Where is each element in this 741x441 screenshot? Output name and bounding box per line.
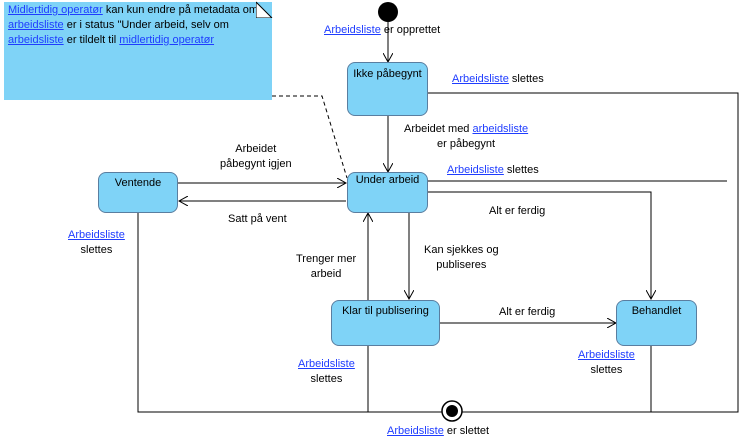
label-slettet: Arbeidsliste er slettet	[387, 425, 490, 437]
label-ikke-slettes: Arbeidsliste slettes	[452, 73, 544, 85]
label-alt-ferdig-2: Alt er ferdig	[499, 306, 556, 318]
note-link-arbeidsliste-2[interactable]: arbeidsliste	[8, 34, 64, 46]
note-link-operator[interactable]: Midlertidig operatør	[8, 4, 103, 16]
label-kan-sjekkes: Kan sjekkes og publiseres	[424, 244, 499, 271]
note-link-arbeidsliste[interactable]: arbeidsliste	[8, 19, 64, 31]
label-klar-slettes: Arbeidsliste slettes	[298, 358, 355, 385]
state-behandlet[interactable]: Behandlet	[616, 300, 697, 346]
label-under-slettes: Arbeidsliste slettes	[447, 164, 539, 176]
label-arbeidet-med: Arbeidet med arbeidsliste er påbegynt	[404, 123, 529, 150]
label-satt-pa-vent: Satt på vent	[228, 213, 287, 225]
label-behandlet-slettes: Arbeidsliste slettes	[578, 349, 635, 376]
label-trenger-mer: Trenger mer arbeid	[296, 253, 357, 280]
state-under-arbeid[interactable]: Under arbeid	[347, 172, 428, 213]
note-link-operator-2[interactable]: midlertidig operatør	[119, 34, 215, 46]
label-alt-ferdig-1: Alt er ferdig	[489, 205, 546, 217]
state-ventende[interactable]: Ventende	[98, 172, 178, 213]
state-ikke-pabegynt[interactable]: Ikke påbegynt	[347, 62, 428, 116]
state-klar-til-publisering[interactable]: Klar til publisering	[331, 300, 440, 346]
note-fold-icon	[256, 2, 272, 18]
label-pabegynt-igjen: Arbeidet påbegynt igjen	[220, 143, 292, 170]
constraint-note: Midlertidig operatør kan kun endre på me…	[4, 2, 272, 100]
initial-node	[378, 2, 398, 22]
label-ventende-slettes: Arbeidsliste slettes	[68, 229, 125, 256]
label-opprettet: Arbeidsliste er opprettet	[324, 24, 441, 36]
